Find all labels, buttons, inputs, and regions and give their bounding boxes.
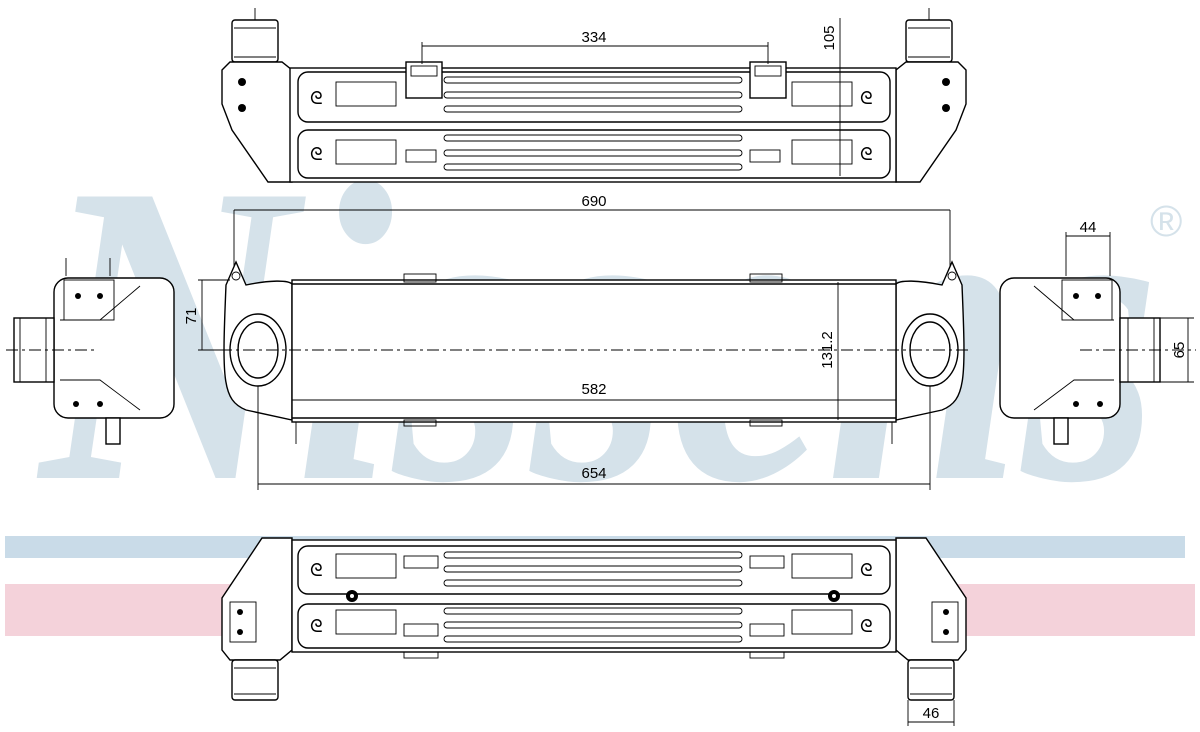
dim-side-width: 44 (1080, 219, 1097, 236)
svg-text:ᘓ: ᘓ (310, 616, 323, 637)
svg-text:ᘓ: ᘓ (860, 560, 873, 581)
dim-mount-length: 654 (581, 465, 606, 482)
svg-text:ᘓ: ᘓ (860, 616, 873, 637)
right-end-body (999, 277, 1121, 419)
bottom-view: ᘓ ᘓ ᘓ ᘓ 46 (221, 537, 967, 726)
bottom-right-pipe (907, 659, 955, 701)
dim-core-length: 582 (581, 381, 606, 398)
left-end-view (6, 258, 175, 445)
top-right-pipe (905, 19, 953, 63)
dim-connector-offset: 71 (183, 308, 200, 325)
right-end-stud (1053, 417, 1069, 445)
svg-text:ᘓ: ᘓ (860, 88, 873, 109)
bottom-left-pipe (231, 659, 279, 701)
svg-text:ᘓ: ᘓ (860, 144, 873, 165)
dim-outlet-diameter: 65 (1171, 342, 1188, 359)
left-end-stud (105, 417, 121, 445)
bottom-core (291, 539, 897, 653)
front-core (291, 279, 897, 423)
top-view: ᘓ ᘓ ᘓ ᘓ 334 105 (221, 8, 967, 183)
svg-text:ᘓ: ᘓ (310, 560, 323, 581)
watermark-registered-mark: ® (1150, 197, 1182, 246)
svg-text:ᘓ: ᘓ (310, 144, 323, 165)
right-end-view: 44 65 (999, 219, 1196, 445)
dim-core-height: 131.2 (819, 331, 836, 369)
top-clip-left (405, 61, 443, 99)
dim-clip-spacing: 334 (581, 29, 606, 46)
top-clip-right (749, 61, 787, 99)
dim-overall-length: 690 (581, 193, 606, 210)
top-left-pipe (231, 19, 279, 63)
top-core (289, 67, 897, 183)
front-view: 690 71 131.2 582 65 (183, 193, 972, 490)
dim-top-height: 105 (821, 25, 838, 50)
svg-text:ᘓ: ᘓ (310, 88, 323, 109)
dim-bottom-pipe-width: 46 (923, 705, 940, 722)
